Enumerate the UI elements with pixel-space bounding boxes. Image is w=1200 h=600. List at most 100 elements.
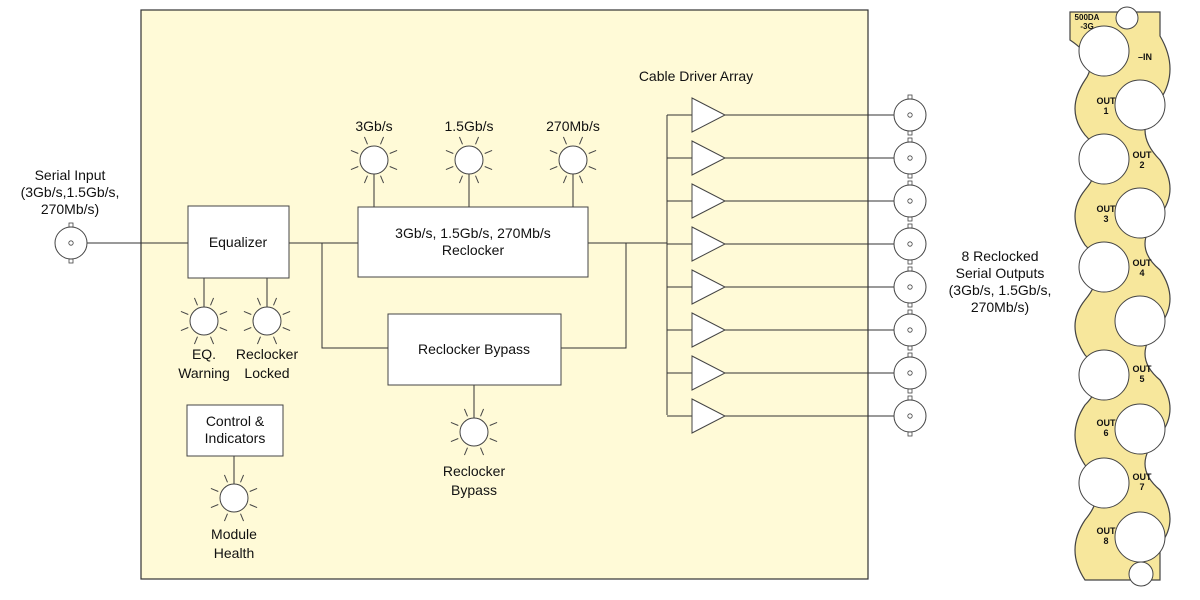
reclocker-bypass-block bbox=[387, 313, 562, 386]
serial-input-text: 270Mb/s) bbox=[41, 201, 99, 217]
panel-out-text: OUT bbox=[1133, 150, 1153, 160]
serial-input-label: Serial Input(3Gb/s,1.5Gb/s,270Mb/s) bbox=[21, 167, 120, 217]
led-reclocker-locked-label: Locked bbox=[244, 365, 289, 381]
reclocker-bypass-text: Reclocker Bypass bbox=[418, 341, 530, 357]
panel-out-text: OUT bbox=[1133, 472, 1153, 482]
outputs-text: (3Gb/s, 1.5Gb/s, bbox=[949, 282, 1052, 298]
outputs-text: Serial Outputs bbox=[956, 265, 1045, 281]
bnc-output-icon bbox=[893, 94, 927, 136]
cable-driver bbox=[667, 352, 927, 394]
panel-out-hole bbox=[1078, 457, 1130, 509]
equalizer-label: Equalizer bbox=[209, 234, 268, 250]
panel-out-text: OUT bbox=[1097, 204, 1117, 214]
control-indicators-text: Control & bbox=[206, 413, 265, 429]
panel-out-number: 8 bbox=[1103, 536, 1108, 546]
panel-in-label: –IN bbox=[1138, 52, 1152, 62]
led-reclocker-locked-icon bbox=[243, 297, 291, 345]
bnc-output-icon bbox=[893, 137, 927, 179]
panel-out-number: 7 bbox=[1139, 482, 1144, 492]
led-eq-warning-label: Warning bbox=[178, 365, 230, 381]
serial-input-text: Serial Input bbox=[35, 167, 106, 183]
panel-out-number: 1 bbox=[1103, 106, 1108, 116]
panel-model-label: -3G bbox=[1080, 22, 1093, 31]
bnc-output-icon bbox=[893, 180, 927, 222]
signal-wiring bbox=[84, 115, 668, 484]
led-rate-3g-label: 3Gb/s bbox=[355, 118, 392, 134]
cable-driver bbox=[667, 309, 927, 351]
control-indicators-block bbox=[186, 404, 284, 457]
cable-driver bbox=[667, 395, 927, 437]
bnc-output-icon bbox=[893, 395, 927, 437]
reclocker-block bbox=[357, 206, 589, 278]
led-module-health-label: Module bbox=[211, 526, 257, 542]
reclocker-bypass-label: Reclocker Bypass bbox=[418, 341, 530, 357]
panel-out-hole bbox=[1078, 133, 1130, 185]
reclocker-text: Reclocker bbox=[442, 242, 505, 258]
panel-out-number: 5 bbox=[1139, 374, 1144, 384]
bnc-input-icon bbox=[54, 222, 88, 264]
bnc-output-icon bbox=[893, 266, 927, 308]
led-eq-warning-label: EQ. bbox=[192, 346, 216, 362]
led-rate-1-5g-icon bbox=[445, 136, 493, 184]
panel-out-hole bbox=[1114, 295, 1166, 347]
serial-input-text: (3Gb/s,1.5Gb/s, bbox=[21, 184, 120, 200]
cable-driver bbox=[667, 223, 927, 265]
panel-out-text: OUT bbox=[1133, 258, 1153, 268]
outputs-text: 8 Reclocked bbox=[961, 248, 1038, 264]
panel-out-number: 3 bbox=[1103, 214, 1108, 224]
led-rate-270m-label: 270Mb/s bbox=[546, 118, 600, 134]
reclocker-text: 3Gb/s, 1.5Gb/s, 270Mb/s bbox=[395, 225, 551, 241]
panel-out-hole bbox=[1114, 403, 1166, 455]
led-module-health-icon bbox=[210, 474, 258, 522]
control-indicators-label: Control &Indicators bbox=[205, 413, 266, 446]
outputs-text: 270Mb/s) bbox=[971, 299, 1029, 315]
bnc-output-icon bbox=[893, 309, 927, 351]
led-rate-1-5g-label: 1.5Gb/s bbox=[444, 118, 493, 134]
cable-driver bbox=[667, 137, 927, 179]
led-reclocker-locked-label: Reclocker bbox=[236, 346, 299, 362]
panel-out-hole bbox=[1114, 79, 1166, 131]
led-reclocker-bypass-label: Reclocker bbox=[443, 463, 506, 479]
led-reclocker-bypass-icon bbox=[450, 408, 498, 456]
serial-input-connector bbox=[54, 222, 88, 264]
panel-out-hole bbox=[1114, 187, 1166, 239]
cable-driver bbox=[667, 266, 927, 308]
cable-driver bbox=[667, 180, 927, 222]
cable-driver-array bbox=[667, 94, 927, 437]
equalizer-block bbox=[187, 205, 290, 279]
panel-out-text: OUT bbox=[1097, 96, 1117, 106]
panel-out-number: 6 bbox=[1103, 428, 1108, 438]
panel-out-text: OUT bbox=[1097, 418, 1117, 428]
panel-out-hole bbox=[1078, 349, 1130, 401]
led-rate-270m-icon bbox=[549, 136, 597, 184]
module-card bbox=[140, 9, 869, 580]
panel-out-text: OUT bbox=[1133, 364, 1153, 374]
led-rate-3g-icon bbox=[350, 136, 398, 184]
led-reclocker-bypass-label: Bypass bbox=[451, 482, 497, 498]
panel-in-hole bbox=[1078, 25, 1130, 77]
panel-out-hole bbox=[1078, 241, 1130, 293]
cable-driver bbox=[667, 94, 927, 136]
led-module-health-label: Health bbox=[214, 545, 254, 561]
bnc-output-icon bbox=[893, 352, 927, 394]
bnc-output-icon bbox=[893, 223, 927, 265]
equalizer-text: Equalizer bbox=[209, 234, 268, 250]
panel-out-number: 4 bbox=[1139, 268, 1144, 278]
rear-panel: 500DA-3G–INOUT1OUT2OUT3OUT4OUT5OUT6OUT7O… bbox=[1069, 6, 1171, 587]
cable-driver-array-title: Cable Driver Array bbox=[639, 68, 753, 84]
led-eq-warning-icon bbox=[180, 297, 228, 345]
control-indicators-text: Indicators bbox=[205, 430, 266, 446]
panel-out-hole bbox=[1114, 511, 1166, 563]
panel-out-text: OUT bbox=[1097, 526, 1117, 536]
